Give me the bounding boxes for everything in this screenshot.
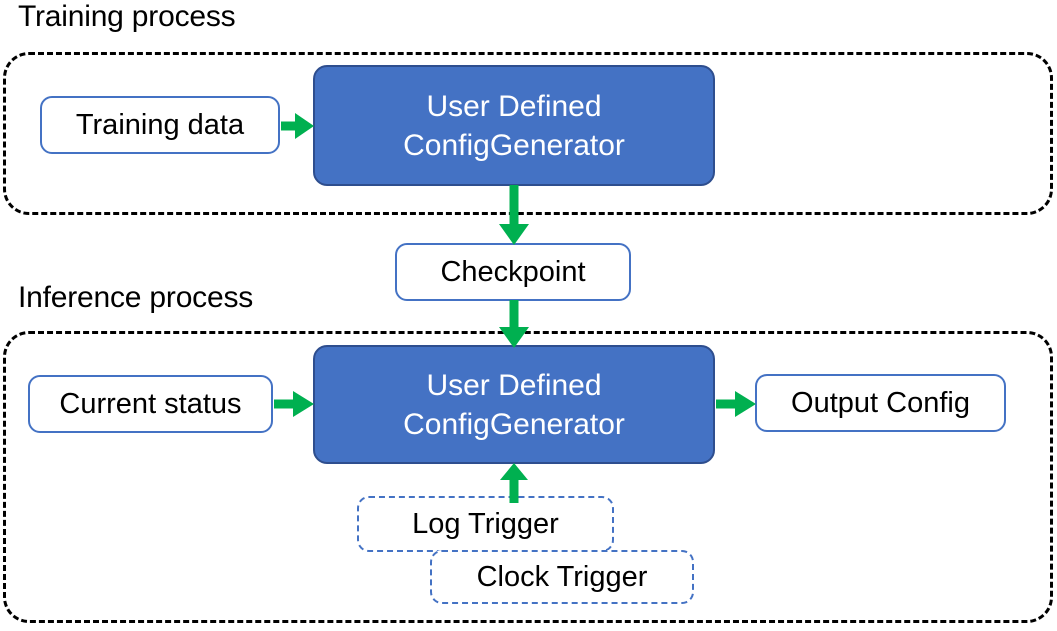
node-current-status[interactable]: Current status [28,375,273,433]
node-user-defined-configgenerator-training[interactable]: User Defined ConfigGenerator [313,65,715,186]
node-clock-trigger[interactable]: Clock Trigger [430,550,694,604]
proc-box-line1-training: User Defined [426,89,602,123]
training-process-title: Training process [18,0,236,33]
proc-box-line2-inference: ConfigGenerator [403,407,625,441]
node-training-data[interactable]: Training data [40,96,280,154]
proc-box-line1-inference: User Defined [426,368,602,402]
training-process-container [3,52,1053,215]
node-log-trigger[interactable]: Log Trigger [357,496,614,552]
node-user-defined-configgenerator-inference[interactable]: User Defined ConfigGenerator [313,345,715,464]
node-checkpoint[interactable]: Checkpoint [395,243,631,301]
inference-process-title: Inference process [18,281,254,314]
proc-box-line2-training: ConfigGenerator [403,128,625,162]
node-output-config[interactable]: Output Config [755,374,1006,432]
